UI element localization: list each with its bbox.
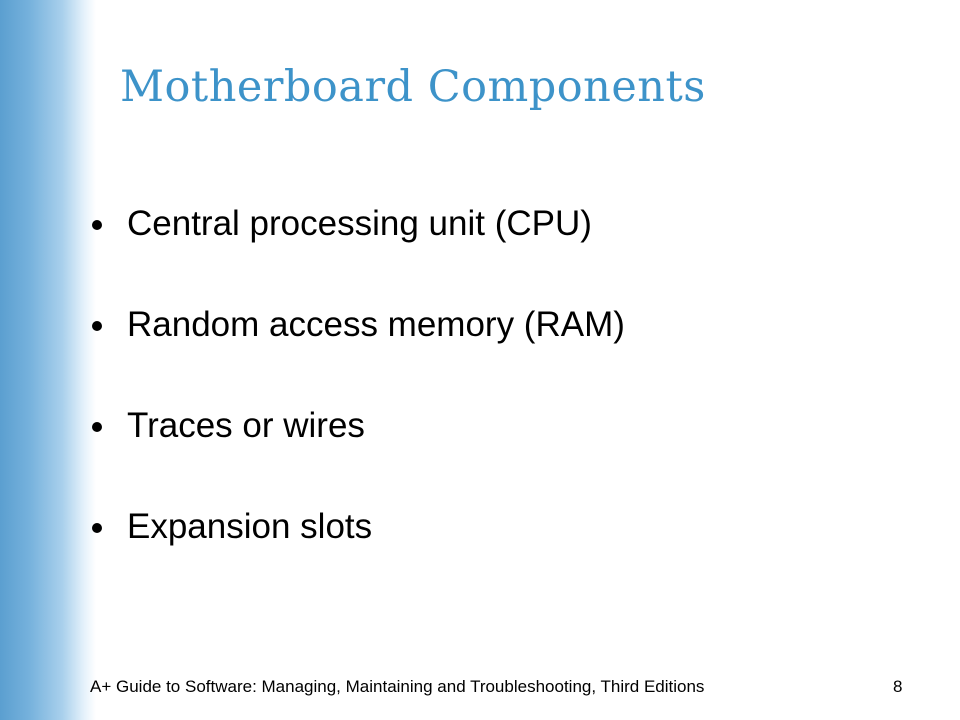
bullet-dot-icon (92, 321, 102, 331)
slide-title: Motherboard Components (120, 62, 706, 112)
bullet-text: Central processing unit (CPU) (127, 204, 592, 243)
page-number: 8 (893, 677, 903, 696)
bullet-text: Traces or wires (127, 406, 365, 445)
bullet-item: Traces or wires (92, 400, 625, 501)
bullet-dot-icon (92, 220, 102, 230)
bullet-text: Expansion slots (127, 507, 373, 546)
bullet-item: Central processing unit (CPU) (92, 198, 625, 299)
slide-footer: A+ Guide to Software: Managing, Maintain… (90, 677, 705, 696)
left-accent-band (0, 0, 96, 720)
bullet-text: Random access memory (RAM) (127, 305, 625, 344)
bullet-dot-icon (92, 523, 102, 533)
bullet-item: Expansion slots (92, 501, 625, 602)
bullet-item: Random access memory (RAM) (92, 299, 625, 400)
bullet-dot-icon (92, 422, 102, 432)
bullet-list: Central processing unit (CPU) Random acc… (92, 198, 625, 602)
